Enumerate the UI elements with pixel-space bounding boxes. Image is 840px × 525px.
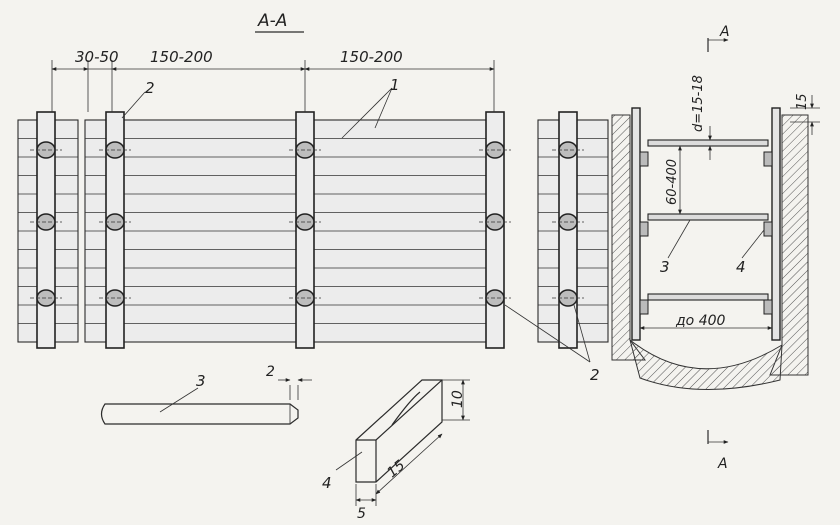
block-3l <box>639 299 649 315</box>
block-2r <box>763 221 773 237</box>
section-view <box>611 38 820 444</box>
dim-width: до 400 <box>675 313 726 329</box>
left-wall <box>631 107 641 341</box>
label-block-detail: 4 <box>322 474 332 492</box>
label-strut: 3 <box>660 258 670 276</box>
label-boards: 1 <box>390 76 400 94</box>
leader-post-top <box>121 91 146 119</box>
dim-block-width: 5 <box>357 506 366 522</box>
dim-pin-spacing: 60-400 <box>665 159 680 205</box>
label-posts-bottom: 2 <box>590 366 600 384</box>
strut-1 <box>647 139 769 147</box>
detail-pin <box>100 378 312 425</box>
label-pin: 3 <box>196 372 206 390</box>
leader-post-bottom-b <box>573 304 591 363</box>
dim-block-length: 15 <box>384 457 408 481</box>
strut-2 <box>647 213 769 221</box>
dim-span-right: 150-200 <box>340 48 403 66</box>
label-posts-top: 2 <box>145 79 155 97</box>
leader-pin <box>159 387 199 413</box>
board-joint-lines <box>18 138 608 324</box>
dim-gap: 30-50 <box>75 48 119 66</box>
leader-board-1a <box>341 87 393 139</box>
soil-bottom <box>629 338 783 391</box>
leader-block-detail <box>335 451 363 471</box>
block-3r <box>763 299 773 315</box>
section-title: А-А <box>257 11 287 31</box>
strut-3 <box>647 293 769 301</box>
block-1l <box>639 151 649 167</box>
label-block: 4 <box>736 258 746 276</box>
detail-block <box>335 379 470 506</box>
leader-board-1b <box>374 87 393 129</box>
dim-block-height: 10 <box>450 390 466 408</box>
leader-post-bottom-a <box>504 304 591 363</box>
right-wall <box>771 107 781 341</box>
dim-span-left: 150-200 <box>150 48 213 66</box>
leader-strut <box>667 219 691 259</box>
block-1r <box>763 151 773 167</box>
dim-taper: 2 <box>266 364 275 380</box>
front-dimensions <box>51 60 495 112</box>
cut-marker-top: А <box>719 24 730 40</box>
soil-right <box>769 114 809 376</box>
cut-marker-bottom: А <box>717 456 728 472</box>
dim-top-offset: 15 <box>795 93 810 110</box>
block-2l <box>639 221 649 237</box>
dim-pin-diameter: d=15-18 <box>691 75 706 132</box>
leader-block <box>741 229 765 259</box>
vertical-posts <box>30 111 584 349</box>
